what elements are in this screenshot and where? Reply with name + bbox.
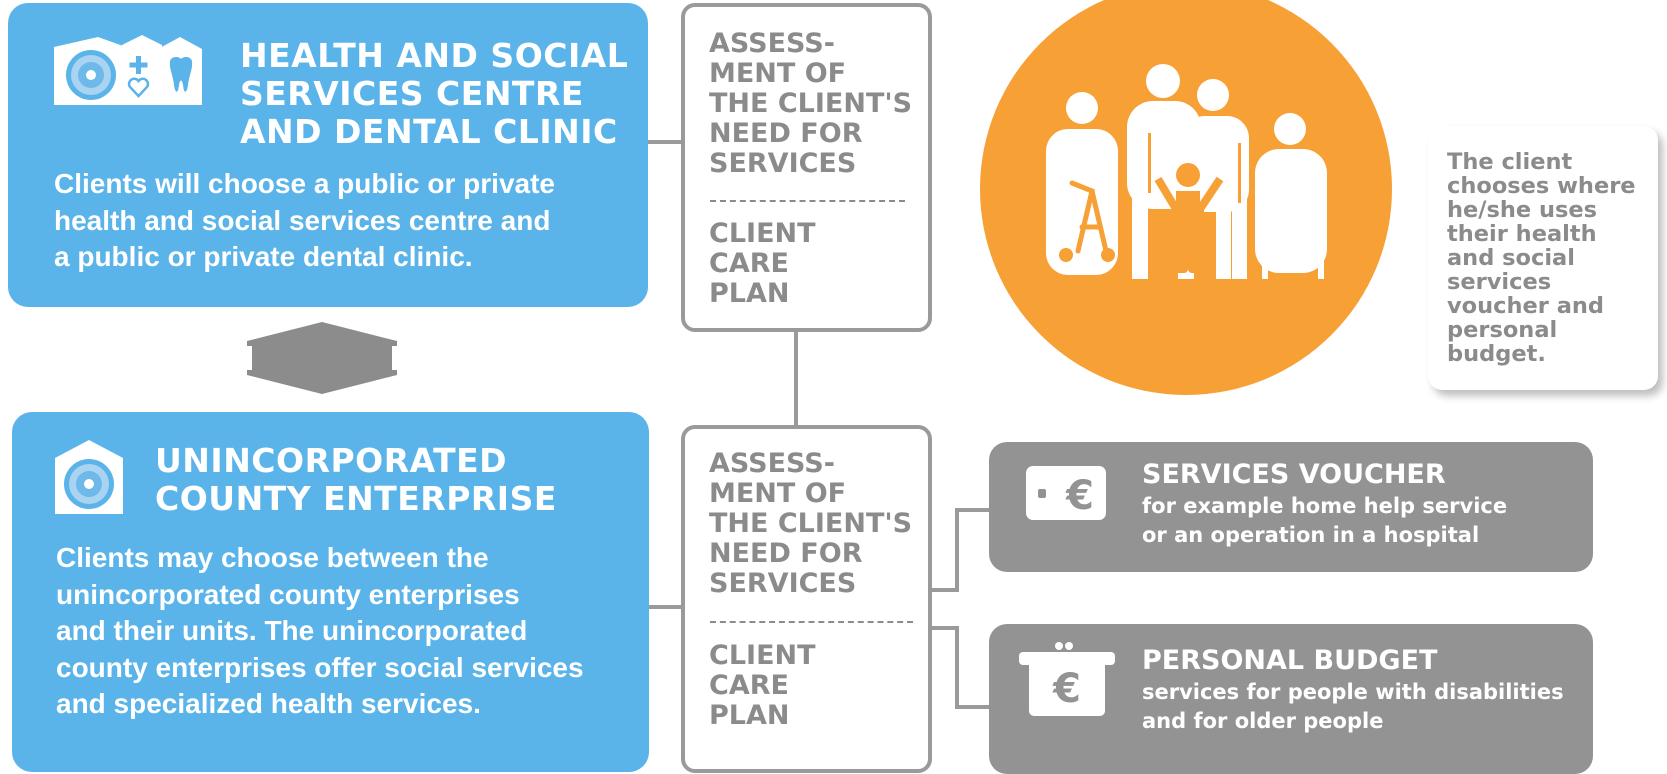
wallet-euro-icon: € <box>1019 642 1115 716</box>
county-enterprise-box: UNINCORPORATED COUNTY ENTERPRISE Clients… <box>12 412 649 772</box>
services-voucher-box: € SERVICES VOUCHER for example home help… <box>989 442 1593 572</box>
connector-voucher-h2 <box>955 508 990 512</box>
connector-vertical-assess <box>794 330 798 426</box>
county-enterprise-title: UNINCORPORATED COUNTY ENTERPRISE <box>155 441 557 518</box>
county-enterprise-description: Clients may choose between the unincorpo… <box>56 542 584 719</box>
speech-bubble: The client chooses where he/she uses the… <box>1395 124 1661 394</box>
health-centre-box: HEALTH AND SOCIAL SERVICES CENTRE AND DE… <box>8 3 648 307</box>
connector-budget-v <box>955 626 959 709</box>
health-centre-description: Clients will choose a public or private … <box>54 168 556 272</box>
county-enterprise-building-icon <box>55 440 123 514</box>
family-circle-icon <box>980 0 1392 395</box>
client-care-plan-label: CLIENT CARE PLAN <box>709 640 816 731</box>
connector-voucher-v <box>955 508 959 592</box>
assessment-box-top: ASSESS- MENT OF THE CLIENT'S NEED FOR SE… <box>681 3 932 332</box>
voucher-euro-icon: € <box>1026 466 1106 520</box>
client-care-plan-label: CLIENT CARE PLAN <box>709 218 816 309</box>
connector-budget-h2 <box>955 705 990 709</box>
budget-euro-symbol: € <box>1052 666 1081 712</box>
assessment-box-bottom: ASSESS- MENT OF THE CLIENT'S NEED FOR SE… <box>681 425 932 773</box>
speech-bubble-text: The client chooses where he/she uses the… <box>1447 149 1636 367</box>
assessment-divider <box>710 200 905 202</box>
assessment-need-label: ASSESS- MENT OF THE CLIENT'S NEED FOR SE… <box>709 28 913 179</box>
connector-bottom-box <box>649 605 684 609</box>
personal-budget-title: PERSONAL BUDGET <box>1142 645 1438 676</box>
health-centre-title: HEALTH AND SOCIAL SERVICES CENTRE AND DE… <box>240 36 629 151</box>
connector-budget-h1 <box>928 626 958 630</box>
services-voucher-title: SERVICES VOUCHER <box>1142 459 1446 490</box>
speech-bubble-tail <box>1395 124 1425 154</box>
voucher-euro-symbol: € <box>1065 473 1094 519</box>
double-arrow-icon <box>247 322 397 394</box>
services-voucher-subtitle: for example home help service or an oper… <box>1142 494 1508 547</box>
personal-budget-subtitle: services for people with disabilities an… <box>1142 680 1564 733</box>
connector-top-box <box>648 140 684 144</box>
assessment-divider <box>710 621 913 623</box>
speech-bubble-body: The client chooses where he/she uses the… <box>1428 126 1658 390</box>
health-centre-building-icon <box>54 35 202 105</box>
connector-voucher-h1 <box>928 588 958 592</box>
assessment-need-label: ASSESS- MENT OF THE CLIENT'S NEED FOR SE… <box>709 448 913 599</box>
personal-budget-box: € PERSONAL BUDGET services for people wi… <box>989 624 1593 774</box>
